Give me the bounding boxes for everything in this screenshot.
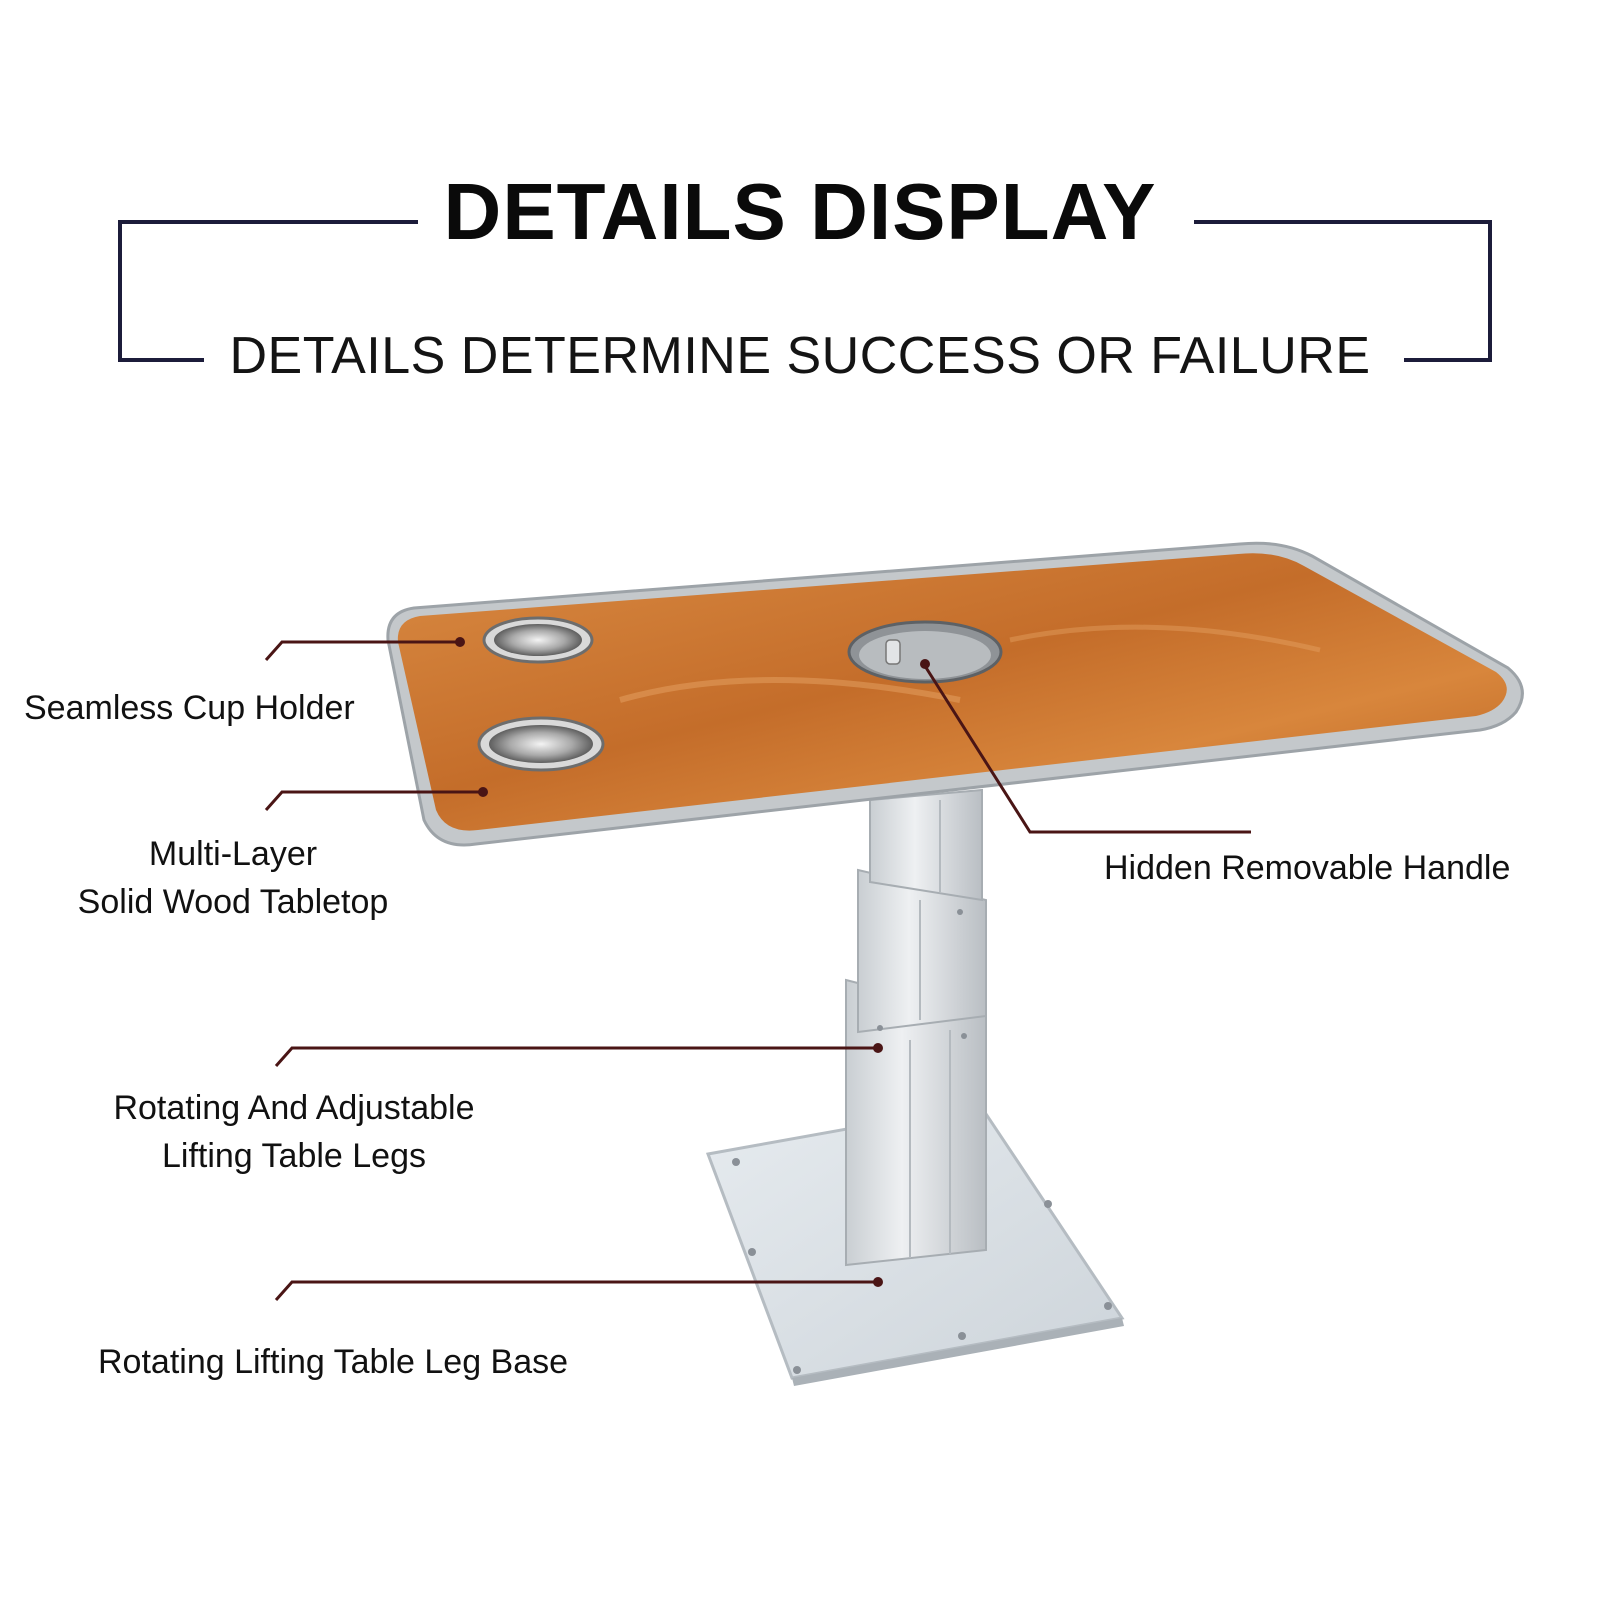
tabletop (386, 541, 1524, 847)
callout-handle-text: Hidden Removable Handle (1104, 849, 1511, 887)
callout-legs: Rotating And Adjustable Lifting Table Le… (94, 1084, 494, 1180)
callout-cup-holder: Seamless Cup Holder (24, 684, 355, 732)
callout-base-text: Rotating Lifting Table Leg Base (98, 1343, 569, 1381)
page-subtitle: DETAILS DETERMINE SUCCESS OR FAILURE (229, 327, 1371, 385)
handle-hole-icon (847, 620, 1003, 684)
callout-cup-holder-text: Seamless Cup Holder (24, 689, 355, 727)
callout-legs-line2: Lifting Table Legs (161, 1137, 426, 1175)
callout-base: Rotating Lifting Table Leg Base (98, 1338, 568, 1386)
callout-handle: Hidden Removable Handle (1104, 844, 1510, 892)
page-title: DETAILS DISPLAY (443, 167, 1157, 256)
table-leg (845, 788, 987, 1267)
header-frame (118, 220, 1492, 362)
callout-tabletop-line2: Solid Wood Tabletop (77, 883, 389, 921)
cup-holder-icon (477, 616, 605, 772)
callout-legs-line1: Rotating And Adjustable (113, 1089, 475, 1127)
callout-tabletop-line1: Multi-Layer (148, 835, 318, 873)
callout-tabletop: Multi-Layer Solid Wood Tabletop (60, 830, 406, 926)
leader-dots (455, 637, 930, 1287)
leader-lines (264, 640, 1251, 1301)
